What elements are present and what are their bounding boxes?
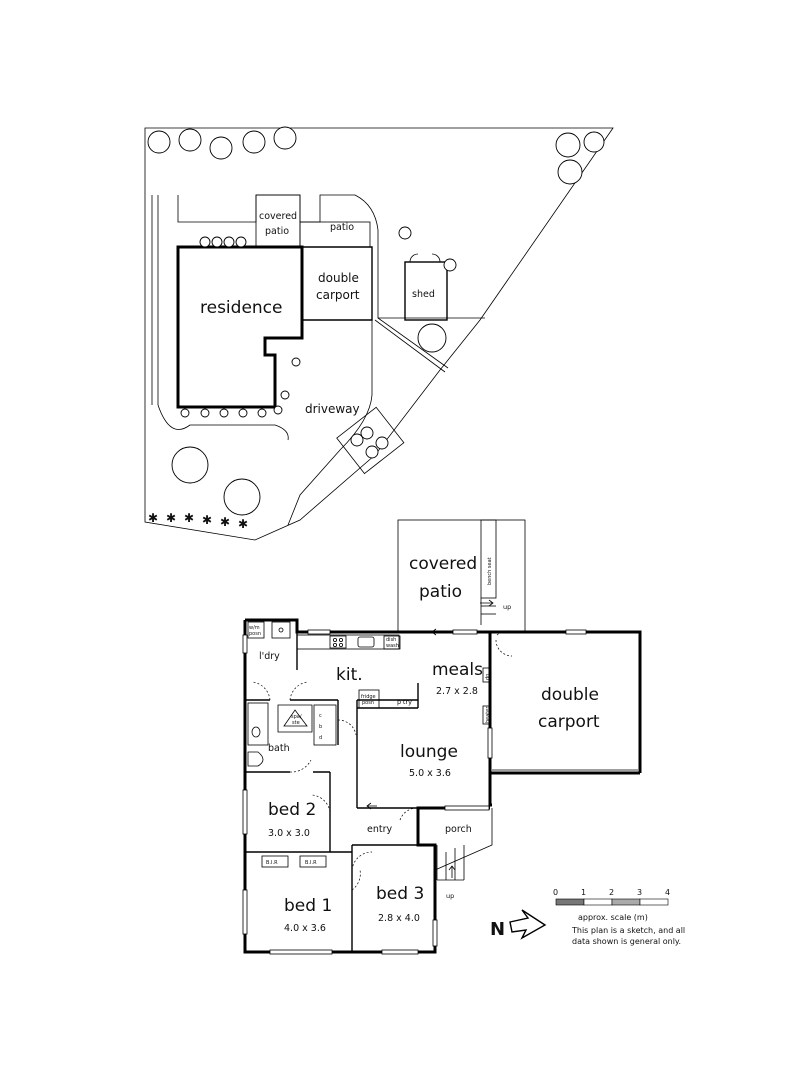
bed2-label: bed 2 <box>268 800 316 820</box>
svg-text:✱: ✱ <box>148 511 158 525</box>
bench-seat <box>480 519 497 599</box>
spa-label-1: spa/ <box>291 714 302 720</box>
scale-seg-3 <box>611 898 641 906</box>
bed2-dims: 3.0 x 3.0 <box>268 828 310 839</box>
site-patio-word-label: patio <box>265 226 289 237</box>
svg-text:✱: ✱ <box>238 517 248 531</box>
scale-label: approx. scale (m) <box>578 913 648 922</box>
site-carport-label: carport <box>316 288 360 302</box>
bir-1 <box>261 855 289 868</box>
cbd-label-d: d <box>319 735 322 741</box>
bir-1-label: B.I.R <box>266 860 278 866</box>
meals-label: meals <box>432 660 483 680</box>
porch-label: porch <box>445 824 472 835</box>
site-covered-label: covered <box>259 211 297 222</box>
scale-tick-3: 3 <box>637 888 642 897</box>
internal-walls <box>245 632 419 952</box>
porch-outline <box>417 808 493 871</box>
dishwasher-label-2: wash <box>386 643 399 649</box>
bottom-shrubs: ✱ ✱ ✱ ✱ ✱ ✱ <box>148 511 248 531</box>
covered-label: covered <box>409 554 477 574</box>
residence-outline <box>176 245 304 409</box>
scale-seg-2 <box>583 898 613 906</box>
site-boundary <box>144 127 614 541</box>
bir-2-label: B.I.R <box>305 860 317 866</box>
shed-doors <box>409 253 441 263</box>
covered-patio-area <box>397 519 526 633</box>
disclaimer-line-1: This plan is a sketch, and all <box>571 926 685 935</box>
bir-2 <box>299 855 327 868</box>
site-shed <box>404 261 448 321</box>
site-shed-label: shed <box>412 289 435 300</box>
site-patio-label: patio <box>330 222 354 233</box>
site-driveway-label: driveway <box>305 402 360 416</box>
carport-label: carport <box>538 712 600 732</box>
bed3-label: bed 3 <box>376 884 424 904</box>
dishwasher-label-1: dish <box>386 637 396 643</box>
site-double-label: double <box>318 271 359 285</box>
washer-label-1: w/m <box>249 625 260 631</box>
hedge-row <box>180 226 457 459</box>
site-carport <box>302 246 373 321</box>
windows <box>242 629 587 955</box>
laundry-fixtures: w/m posn <box>247 621 291 639</box>
scale-seg-4 <box>639 898 669 906</box>
svg-text:✱: ✱ <box>202 513 212 527</box>
lounge-dims: 5.0 x 3.6 <box>409 768 451 779</box>
patio-label: patio <box>419 582 462 602</box>
svg-text:✱: ✱ <box>166 511 176 525</box>
driveway-edge <box>287 320 373 526</box>
entry-label: entry <box>367 824 392 835</box>
fridge-label-1: fridge <box>361 694 376 700</box>
spa-label-2: ste <box>292 720 300 726</box>
dn-label: dn <box>485 674 491 680</box>
meals-dims: 2.7 x 2.8 <box>436 686 478 697</box>
bench-seat-label: bench seat <box>487 557 493 585</box>
svg-text:✱: ✱ <box>184 511 194 525</box>
driveway-edge-left <box>157 404 289 441</box>
svg-text:✱: ✱ <box>220 515 230 529</box>
carport-outline <box>490 630 642 775</box>
scale-tick-0: 0 <box>553 888 558 897</box>
bed1-label: bed 1 <box>284 896 332 916</box>
north-label: N <box>490 919 505 940</box>
fence-diagonal-2 <box>377 317 449 369</box>
garden-bed <box>336 406 405 475</box>
scale-bar: 0 1 2 3 4 approx. scale (m) This plan is… <box>553 888 685 946</box>
north-arrow-icon <box>509 909 547 940</box>
fence-diagonal <box>374 319 446 373</box>
porch-steps <box>436 845 465 881</box>
kitchen-counters: dish wash fridge posn p'try <box>296 634 412 709</box>
scale-tick-2: 2 <box>609 888 614 897</box>
site-plan: ✱ ✱ ✱ ✱ ✱ ✱ residence covered patio pati… <box>144 126 614 541</box>
kitchen-label: kit. <box>336 665 363 685</box>
disclaimer-line-2: data shown is general only. <box>572 937 681 946</box>
floor-plan: bench seat up <box>242 519 642 955</box>
site-covered-patio <box>255 194 301 248</box>
double-label: double <box>541 685 599 705</box>
site-residence-label: residence <box>200 298 283 318</box>
laundry-label: l'dry <box>259 651 280 662</box>
bed1-dims: 4.0 x 3.6 <box>284 923 326 934</box>
scale-seg-1 <box>555 898 585 906</box>
north-arrow: N <box>490 909 547 940</box>
bath-fixtures: spa/ ste c b d <box>247 702 337 767</box>
heater-label: heater <box>485 706 491 723</box>
scale-tick-4: 4 <box>665 888 670 897</box>
porch-up-label: up <box>446 892 454 900</box>
cbd-label-c: c <box>319 713 322 719</box>
patio-up-label: up <box>503 603 511 611</box>
scale-tick-1: 1 <box>581 888 586 897</box>
bath-label: bath <box>268 743 290 754</box>
pantry-label: p'try <box>397 698 412 706</box>
lounge-label: lounge <box>400 742 458 762</box>
doors <box>251 628 515 891</box>
cbd-label-b: b <box>319 724 322 730</box>
trees <box>147 126 605 516</box>
bed3-dims: 2.8 x 4.0 <box>378 913 420 924</box>
washer-label-2: posn <box>249 631 261 637</box>
fridge-label-2: posn <box>362 700 374 706</box>
